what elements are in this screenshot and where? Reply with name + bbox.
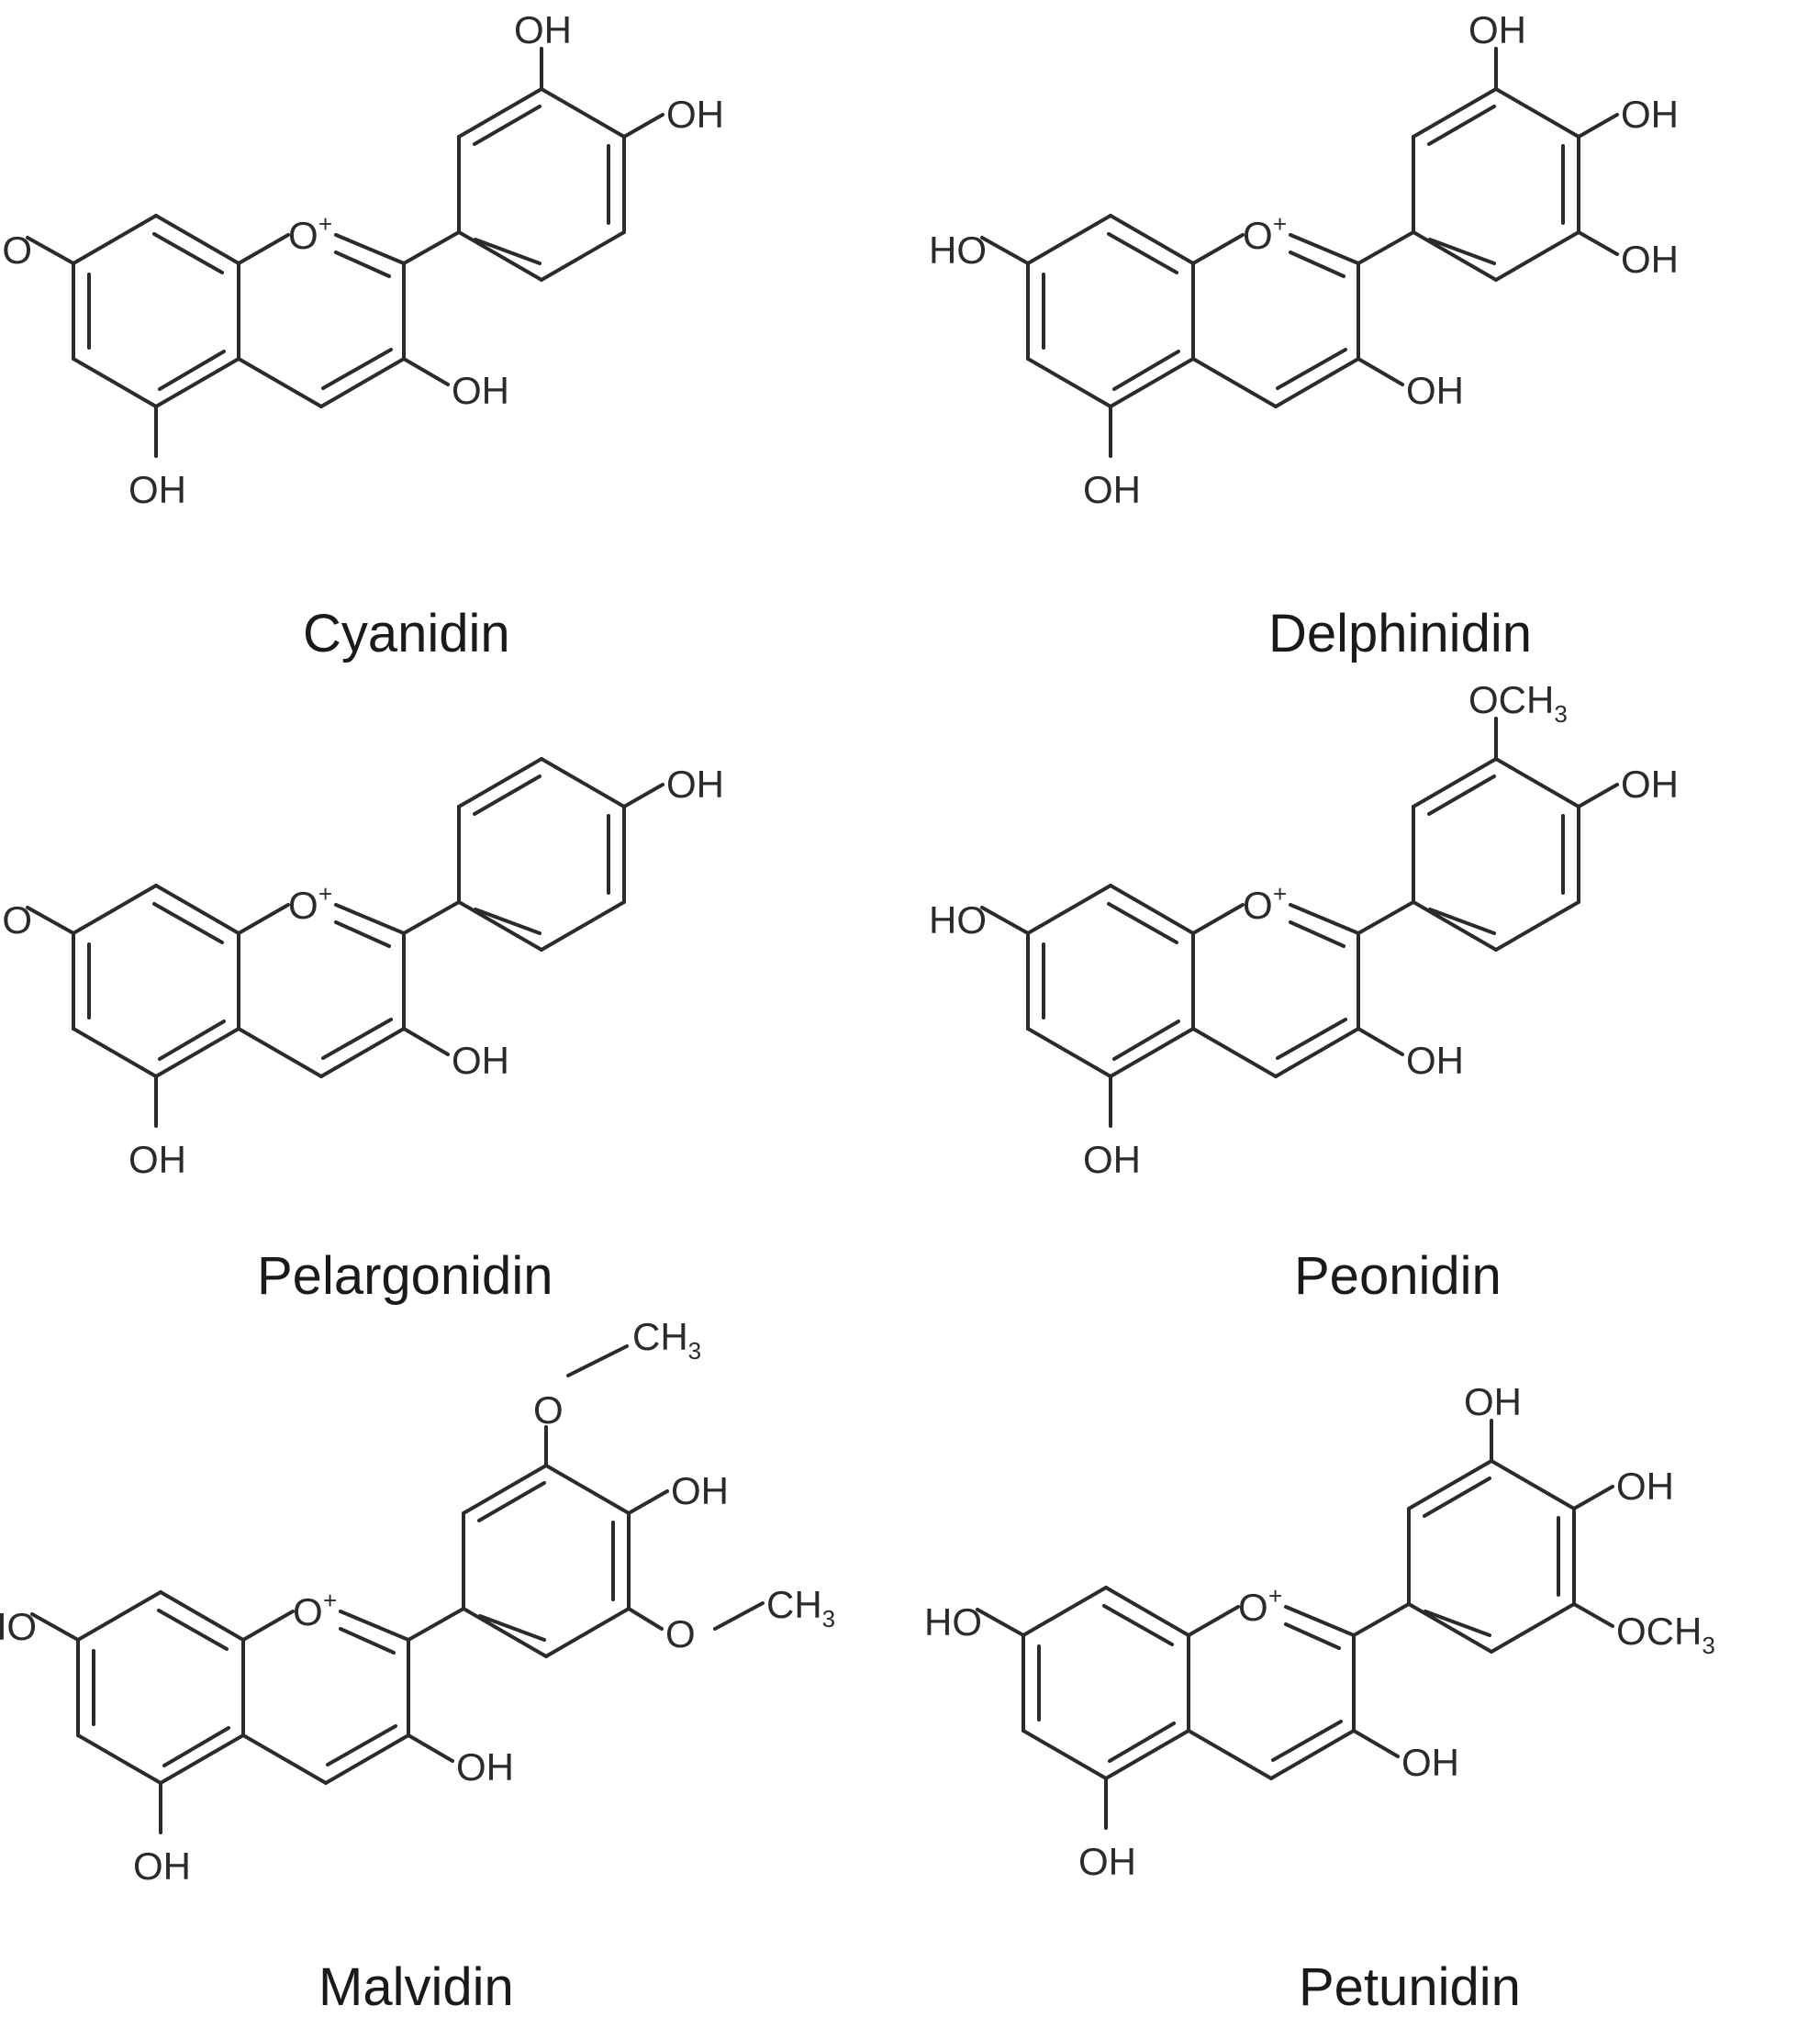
charge-label: +	[1273, 210, 1287, 238]
r4-label: OH	[1616, 1465, 1674, 1508]
r3-label: OH	[514, 8, 572, 51]
compound-name: Petunidin	[1299, 1957, 1521, 2017]
oh5-label: OH	[1078, 1840, 1136, 1883]
oh5-label: OH	[133, 1844, 191, 1888]
compound-malvidin: O + HO OH OH O CH3 OH O CH3 Malvidin	[0, 1315, 835, 2017]
r3-label: OCH3	[1468, 678, 1568, 728]
oh3-label: OH	[452, 369, 509, 412]
charge-label: +	[1273, 880, 1287, 908]
ho7-label: HO	[0, 898, 32, 942]
oh3-label: OH	[1401, 1741, 1459, 1784]
charge-label: +	[318, 210, 332, 238]
charge-label: +	[318, 880, 332, 908]
oh5-label: OH	[1083, 468, 1141, 511]
oxonium-label: O	[1243, 214, 1273, 257]
charge-label: +	[323, 1587, 337, 1614]
compound-delphinidin: O + HO OH OH OH OH OH Delphinidin	[929, 8, 1679, 663]
oxonium-label: O	[293, 1590, 323, 1633]
r4-label: OH	[1621, 93, 1679, 136]
oxonium-label: O	[288, 884, 318, 927]
oh3-label: OH	[456, 1745, 514, 1789]
r4-label: OH	[666, 763, 724, 806]
r3-label: OH	[1468, 8, 1526, 51]
oxonium-label: O	[1243, 884, 1273, 927]
r5-methyl-label: CH3	[766, 1583, 835, 1633]
compound-name: Delphinidin	[1268, 604, 1532, 663]
oxonium-label: O	[288, 214, 318, 257]
ho7-label: HO	[0, 1605, 37, 1648]
charge-label: +	[1268, 1582, 1282, 1610]
compound-cyanidin: O + HO OH OH OH OH Cyanidin	[0, 8, 724, 663]
compound-name: Cyanidin	[303, 604, 510, 663]
ho7-label: HO	[924, 1600, 982, 1644]
oxonium-label: O	[1238, 1586, 1268, 1629]
compound-name: Malvidin	[318, 1957, 514, 2017]
r5-label: OCH3	[1616, 1610, 1715, 1659]
ho7-label: HO	[929, 898, 987, 942]
r5-oxygen-label: O	[665, 1612, 696, 1655]
compound-petunidin: O + HO OH OH OH OH OCH3 Petunidin	[924, 1380, 1715, 2017]
ho7-label: HO	[0, 228, 32, 272]
oh3-label: OH	[1406, 369, 1464, 412]
compound-name: Pelargonidin	[257, 1246, 553, 1306]
r3-methyl-label: CH3	[632, 1315, 701, 1365]
oh5-label: OH	[128, 468, 186, 511]
compound-peonidin: O + HO OH OH OCH3 OH Peonidin	[929, 678, 1679, 1306]
r4-label: OH	[1621, 763, 1679, 806]
r5-label: OH	[1621, 238, 1679, 281]
ho7-label: HO	[929, 228, 987, 272]
r3-oxygen-label: O	[533, 1388, 564, 1432]
oh3-label: OH	[452, 1039, 509, 1082]
r3-label: OH	[1464, 1380, 1522, 1423]
oh3-label: OH	[1406, 1039, 1464, 1082]
r4-label: OH	[666, 93, 724, 136]
compound-pelargonidin: O + HO OH OH OH Pelargonidin	[0, 757, 724, 1306]
oh5-label: OH	[128, 1138, 186, 1181]
oh5-label: OH	[1083, 1138, 1141, 1181]
compound-name: Peonidin	[1294, 1246, 1502, 1306]
r4-label: OH	[671, 1469, 729, 1512]
